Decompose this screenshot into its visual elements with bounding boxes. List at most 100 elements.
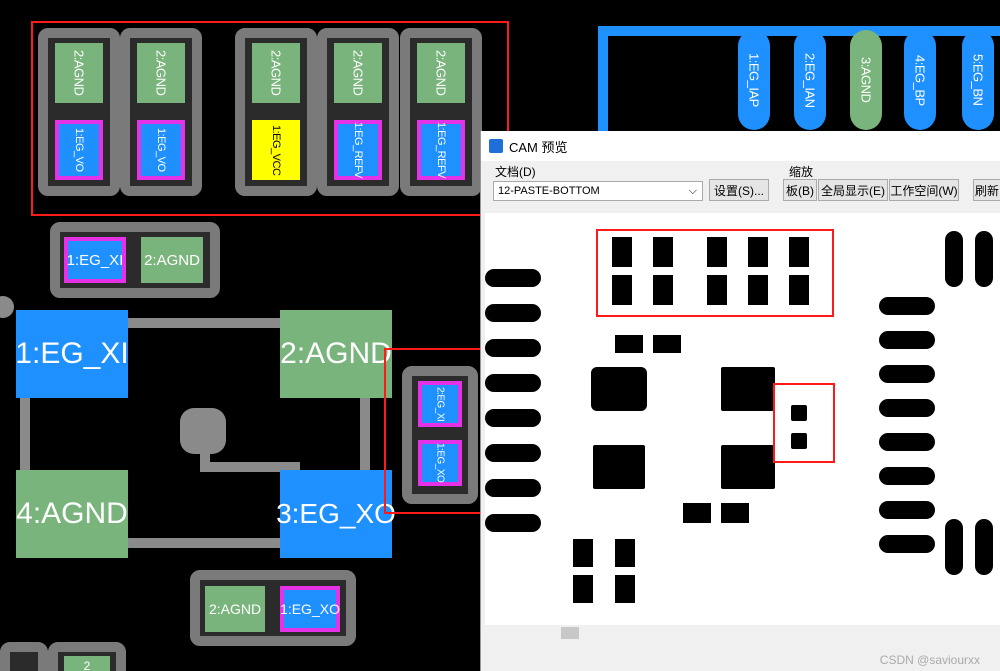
- component-outline: [0, 642, 48, 671]
- paste-pad: [789, 237, 809, 267]
- connector-pin[interactable]: 2:EG_IAN: [794, 30, 826, 130]
- pad-eg-xo[interactable]: 1:EG_XO: [280, 586, 340, 632]
- pad-agnd[interactable]: 2:AGND: [141, 237, 203, 283]
- paste-pin: [485, 269, 541, 287]
- pad-signal[interactable]: 1:EG_VO: [137, 120, 185, 180]
- watermark: CSDN @saviourxx: [879, 653, 980, 667]
- cam-preview-canvas[interactable]: [485, 213, 1000, 625]
- paste-pin: [879, 399, 935, 417]
- paste-pad-grid: [593, 445, 645, 489]
- paste-pin: [879, 535, 935, 553]
- paste-pad: [653, 335, 681, 353]
- pad-signal[interactable]: 1:EG_VCC: [252, 120, 300, 180]
- paste-pad: [789, 275, 809, 305]
- cam-preview-window[interactable]: CAM 预览 文档(D) 缩放 12-PASTE-BOTTOM ⌵ 设置(S).…: [480, 131, 1000, 671]
- connector-pin[interactable]: 5:EG_BN: [962, 30, 994, 130]
- connector-pin[interactable]: 4:EG_BP: [904, 30, 936, 130]
- trace: [20, 318, 370, 328]
- paste-pin: [485, 444, 541, 462]
- pad-eg-xi-small[interactable]: 2:EG_XI: [418, 381, 462, 427]
- paste-pin: [485, 514, 541, 532]
- paste-pad: [683, 503, 711, 523]
- connector-outline: [598, 26, 608, 136]
- pad-agnd[interactable]: 2:AGND: [252, 43, 300, 103]
- paste-pin: [485, 339, 541, 357]
- paste-pad: [707, 275, 727, 305]
- paste-pad-grid: [721, 445, 775, 489]
- pad-eg-xi[interactable]: 1:EG_XI: [64, 237, 126, 283]
- paste-pin: [879, 297, 935, 315]
- paste-pad: [791, 433, 807, 449]
- pad-eg-xo-small[interactable]: 1:EG_XO: [418, 440, 462, 486]
- trace: [200, 462, 300, 472]
- pad-agnd-large[interactable]: 4:AGND: [16, 470, 128, 558]
- pad-agnd[interactable]: 2:AGND: [205, 586, 265, 632]
- paste-pad: [653, 275, 673, 305]
- annotation-box: [31, 21, 509, 216]
- fit-all-button[interactable]: 全局显示(E): [818, 179, 888, 201]
- pad-signal[interactable]: 1:EG_REFV: [417, 120, 465, 180]
- pad-eg-xo-large[interactable]: 3:EG_XO: [276, 470, 396, 558]
- zoom-label: 缩放: [789, 165, 814, 179]
- pad-partial[interactable]: 2: [64, 656, 110, 671]
- via: [180, 408, 226, 454]
- pad-eg-xi-large[interactable]: 1:EG_XI: [15, 310, 129, 398]
- paste-pin: [879, 331, 935, 349]
- paste-pad: [612, 275, 632, 305]
- pad-agnd[interactable]: 2:AGND: [137, 43, 185, 103]
- paste-pad: [612, 237, 632, 267]
- paste-pin: [485, 479, 541, 497]
- trace: [20, 538, 370, 548]
- paste-pin: [945, 231, 963, 287]
- horizontal-scrollbar[interactable]: [485, 625, 1000, 641]
- via: [0, 296, 14, 318]
- paste-pad-large: [591, 367, 647, 411]
- paste-pad: [615, 335, 643, 353]
- paste-pin: [945, 519, 963, 575]
- paste-pin: [485, 304, 541, 322]
- paste-pad: [573, 539, 593, 567]
- paste-pin: [975, 231, 993, 287]
- document-select-value: 12-PASTE-BOTTOM: [498, 185, 600, 197]
- paste-pad: [791, 405, 807, 421]
- board-button[interactable]: 板(B): [783, 179, 817, 201]
- refresh-button[interactable]: 刷新: [973, 179, 1000, 201]
- paste-pin: [879, 467, 935, 485]
- paste-pin: [879, 501, 935, 519]
- paste-pad: [707, 237, 727, 267]
- paste-pin: [485, 374, 541, 392]
- paste-pad: [573, 575, 593, 603]
- pad-agnd[interactable]: 2:AGND: [55, 43, 103, 103]
- trace: [20, 318, 30, 548]
- annotation-box: [596, 229, 834, 317]
- paste-pad: [615, 575, 635, 603]
- connector-outline: [598, 26, 1000, 36]
- paste-pad: [748, 275, 768, 305]
- paste-pin: [879, 433, 935, 451]
- scrollbar-thumb[interactable]: [561, 627, 579, 639]
- title-bar[interactable]: CAM 预览: [481, 131, 1000, 161]
- paste-pad: [653, 237, 673, 267]
- paste-pad: [721, 503, 749, 523]
- cam-app-icon: [489, 139, 503, 153]
- pad-agnd-large[interactable]: 2:AGND: [280, 310, 392, 398]
- paste-pad-grid: [721, 367, 775, 411]
- paste-pin: [879, 365, 935, 383]
- pad-signal[interactable]: 1:EG_VO: [55, 120, 103, 180]
- pad-agnd[interactable]: 2:AGND: [417, 43, 465, 103]
- pad-signal[interactable]: 1:EG_REFV: [334, 120, 382, 180]
- component-outline: [120, 28, 202, 196]
- connector-pin[interactable]: 3:AGND: [850, 30, 882, 130]
- trace: [360, 318, 370, 548]
- paste-pad: [615, 539, 635, 567]
- annotation-box: [773, 383, 835, 463]
- paste-pad: [748, 237, 768, 267]
- document-select[interactable]: 12-PASTE-BOTTOM ⌵: [493, 181, 703, 201]
- settings-button[interactable]: 设置(S)...: [709, 179, 769, 201]
- pad-agnd[interactable]: 2:AGND: [334, 43, 382, 103]
- paste-pin: [485, 409, 541, 427]
- document-label: 文档(D): [495, 165, 536, 179]
- chevron-down-icon: ⌵: [688, 185, 697, 197]
- workspace-button[interactable]: 工作空间(W): [889, 179, 959, 201]
- connector-pin[interactable]: 1:EG_IAP: [738, 30, 770, 130]
